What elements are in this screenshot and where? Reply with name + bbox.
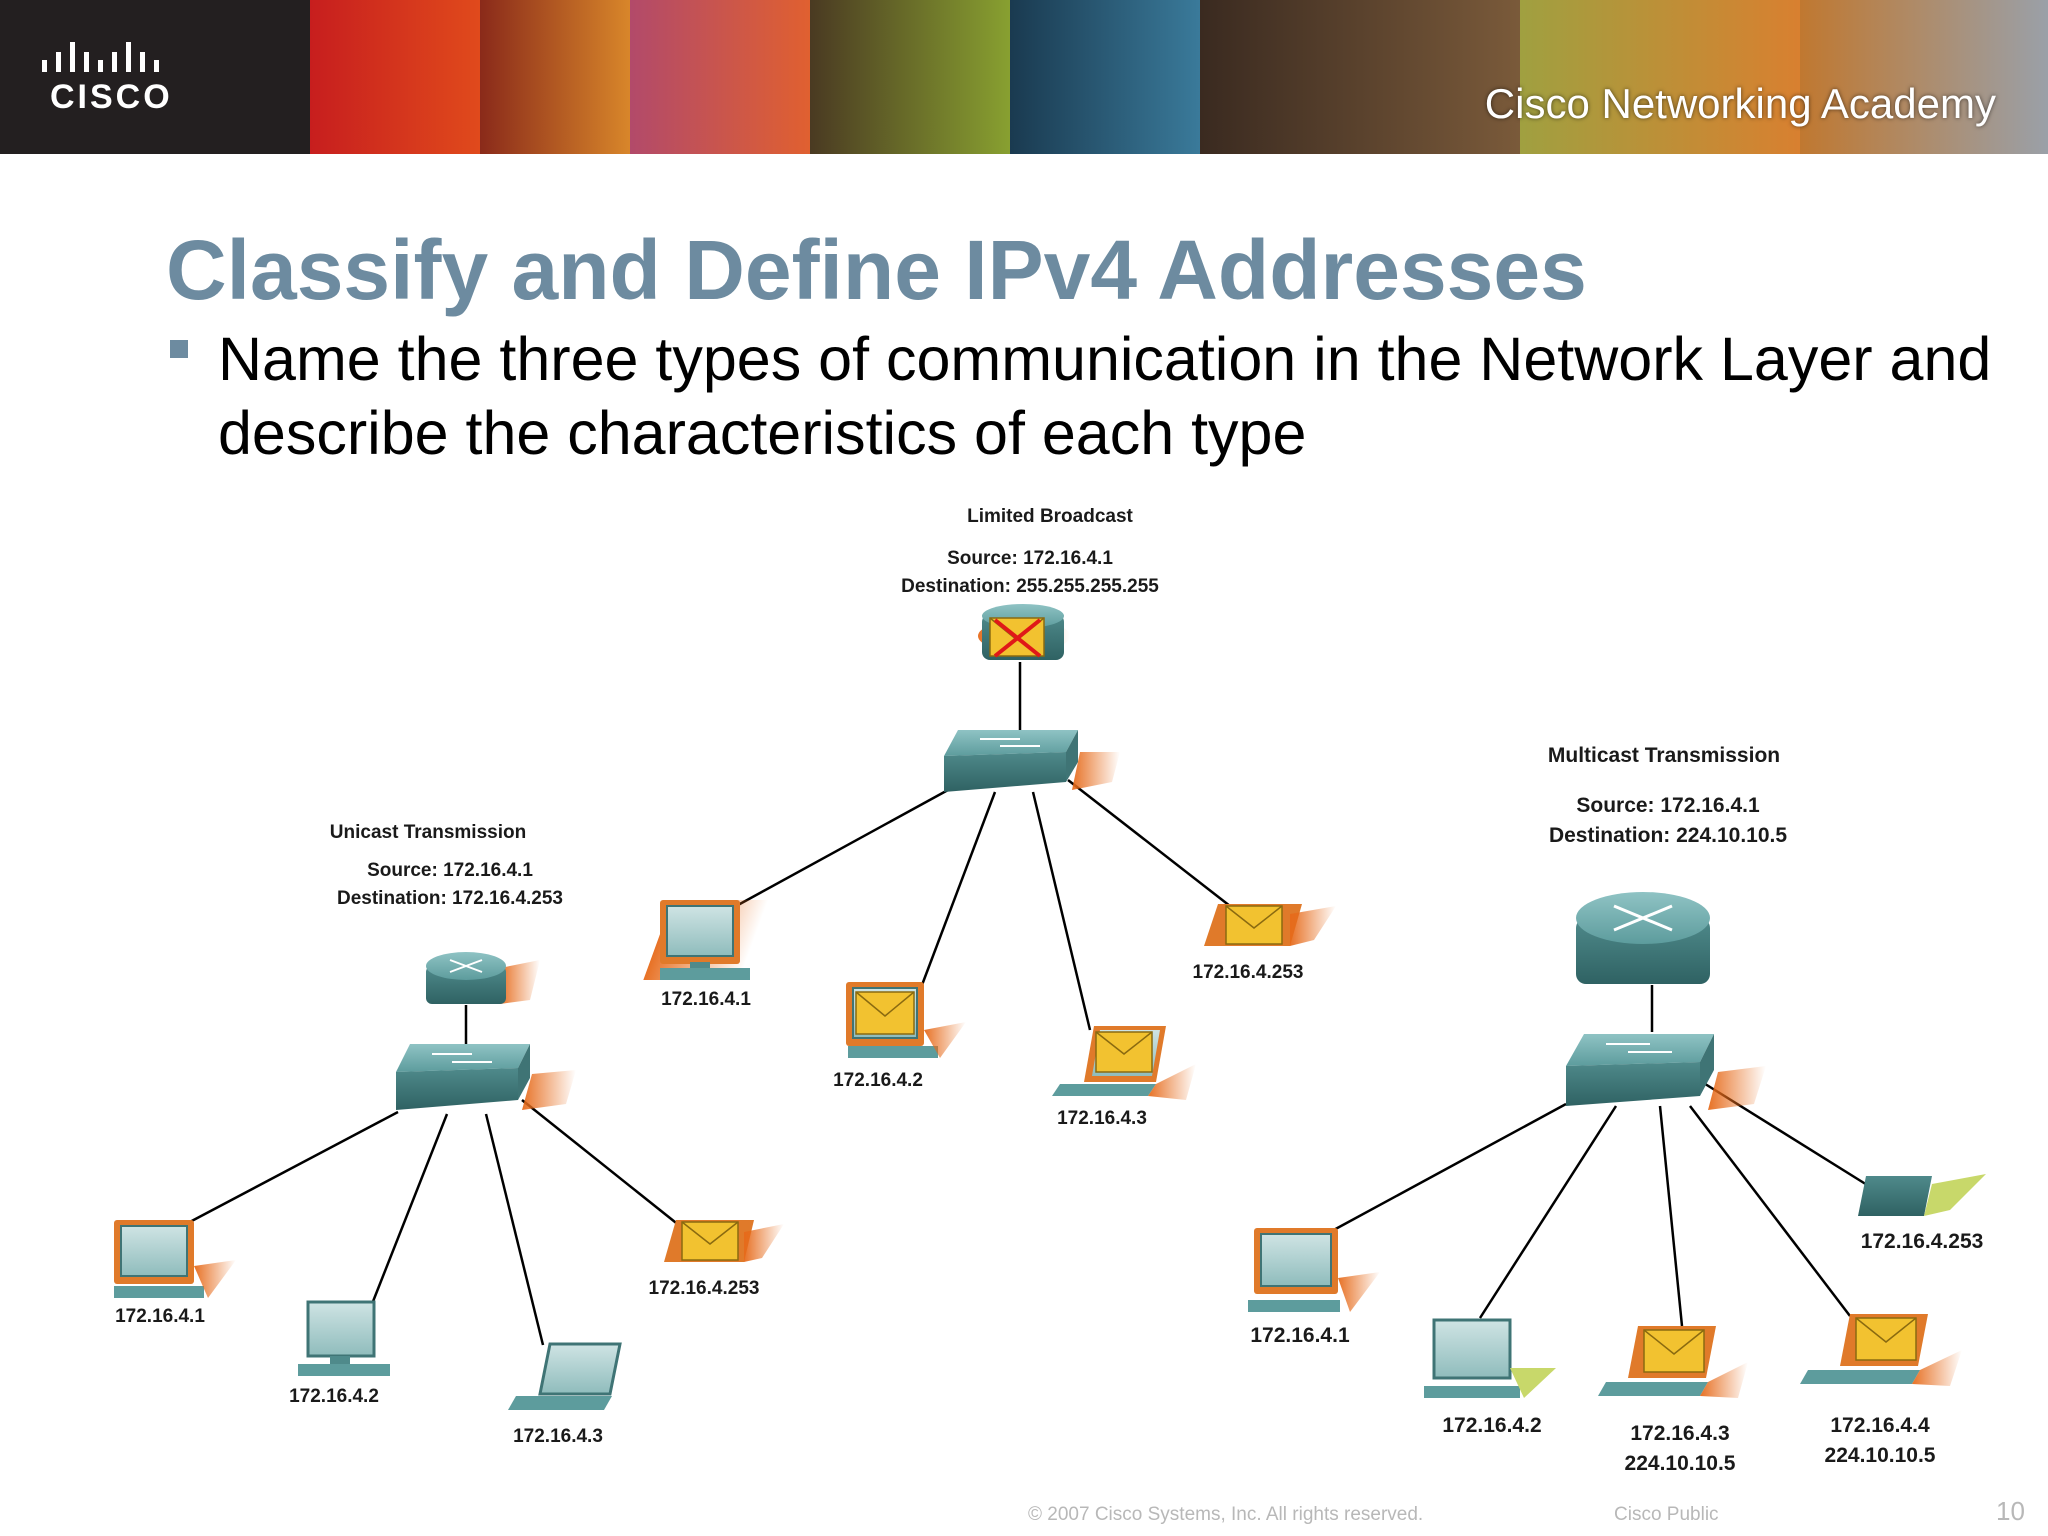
host-ip-label: 172.16.4.4 (1830, 1414, 1930, 1437)
desktop-pc-icon (643, 900, 769, 980)
host-ip-label: 172.16.4.3 (1630, 1422, 1729, 1445)
laptop-icon (1052, 1026, 1196, 1100)
laptop-icon (1598, 1326, 1748, 1398)
link (1067, 779, 1231, 907)
page-number: 10 (1996, 1496, 2025, 1526)
slide-title: Classify and Define IPv4 Addresses (166, 223, 1587, 317)
printer-icon (1858, 1174, 1986, 1216)
banner-photo-strip (310, 0, 480, 154)
unicast-title: Unicast Transmission (330, 822, 526, 843)
printer-icon (1204, 904, 1336, 946)
unicast-source: Source: 172.16.4.1 (367, 860, 533, 881)
broadcast-title: Limited Broadcast (967, 506, 1133, 527)
broadcast-source: Source: 172.16.4.1 (947, 548, 1113, 569)
link (484, 1113, 545, 1346)
banner-photo-strip (1800, 0, 2048, 154)
unicast-destination: Destination: 172.16.4.253 (337, 888, 563, 909)
desktop-pc-icon (846, 982, 966, 1058)
link (1031, 791, 1092, 1031)
link (1329, 1102, 1567, 1234)
host-ip-label: 172.16.4.2 (833, 1070, 923, 1091)
router-icon (426, 952, 540, 1004)
host-ip-label: 172.16.4.1 (115, 1306, 205, 1327)
multicast-source: Source: 172.16.4.1 (1576, 794, 1760, 817)
broadcast-destination: Destination: 255.255.255.255 (901, 576, 1159, 597)
envelope-icon (681, 1221, 739, 1261)
host-ip-label: 172.16.4.253 (1193, 962, 1304, 983)
host-ip-label: 172.16.4.1 (661, 989, 751, 1010)
banner-photo-strip (1520, 0, 1800, 154)
laptop-icon (1800, 1314, 1962, 1386)
blocked-x-icon (993, 618, 1042, 658)
host-ip-label: 172.16.4.253 (649, 1278, 760, 1299)
link (521, 1099, 681, 1227)
envelope-icon (1855, 1317, 1917, 1361)
broadcast-group: Limited Broadcast Source: 172.16.4.1 Des… (643, 506, 1336, 1129)
links (185, 662, 1873, 1346)
link (185, 1110, 399, 1226)
footer-classification: Cisco Public (1614, 1504, 1719, 1525)
banner-dark-panel (0, 0, 310, 154)
host-ip-label: 172.16.4.3 (513, 1426, 603, 1447)
academy-title: Cisco Networking Academy (1484, 80, 1996, 127)
cisco-logo-text: CISCO (50, 78, 173, 116)
link (920, 791, 997, 986)
desktop-pc-icon (114, 1220, 236, 1298)
link (370, 1113, 449, 1305)
multicast-title: Multicast Transmission (1548, 744, 1780, 767)
printer-icon (664, 1220, 784, 1262)
envelope-icon (855, 991, 915, 1035)
slide-bullet-text: Name the three types of communication in… (218, 325, 1992, 467)
banner-photo-strip (480, 0, 630, 154)
envelope-icon (1225, 905, 1283, 945)
router-icon (978, 604, 1070, 660)
link (1658, 1105, 1684, 1327)
host-ip-label: 172.16.4.3 (1057, 1108, 1147, 1129)
banner-photo-strip (810, 0, 1010, 154)
host-ip-label: 172.16.4.253 (1861, 1230, 1984, 1253)
link (1689, 1105, 1851, 1317)
host-ip-label: 172.16.4.1 (1250, 1324, 1350, 1347)
envelope-icon (1643, 1329, 1705, 1373)
footer-copyright: © 2007 Cisco Systems, Inc. All rights re… (1028, 1504, 1424, 1525)
header-banner: CISCO Cisco Networking Academy (0, 0, 2048, 154)
host-ip-label: 172.16.4.2 (1442, 1414, 1541, 1437)
bullet-square (170, 340, 188, 358)
group-address-label: 224.10.10.5 (1625, 1452, 1736, 1475)
unicast-group: Unicast Transmission Source: 172.16.4.1 … (114, 822, 784, 1447)
multicast-destination: Destination: 224.10.10.5 (1549, 824, 1787, 847)
link (737, 788, 949, 907)
desktop-pc-icon (1248, 1228, 1380, 1312)
banner-photo-strip (630, 0, 810, 154)
switch-icon (944, 730, 1120, 792)
host-ip-label: 172.16.4.2 (289, 1386, 379, 1407)
switch-icon (396, 1044, 576, 1110)
banner-photo-strip (1200, 0, 1520, 154)
envelope-icon (1095, 1031, 1153, 1073)
switch-icon (1566, 1034, 1766, 1110)
banner-photo-strip (1010, 0, 1200, 154)
cisco-logo (42, 42, 159, 72)
desktop-pc-icon (1424, 1318, 1556, 1398)
multicast-group: Multicast Transmission Source: 172.16.4.… (1248, 744, 1986, 1475)
link (1478, 1105, 1618, 1319)
laptop-icon (508, 1342, 622, 1410)
desktop-pc-icon (298, 1300, 390, 1376)
group-address-label: 224.10.10.5 (1825, 1444, 1936, 1467)
router-icon (1576, 892, 1710, 984)
